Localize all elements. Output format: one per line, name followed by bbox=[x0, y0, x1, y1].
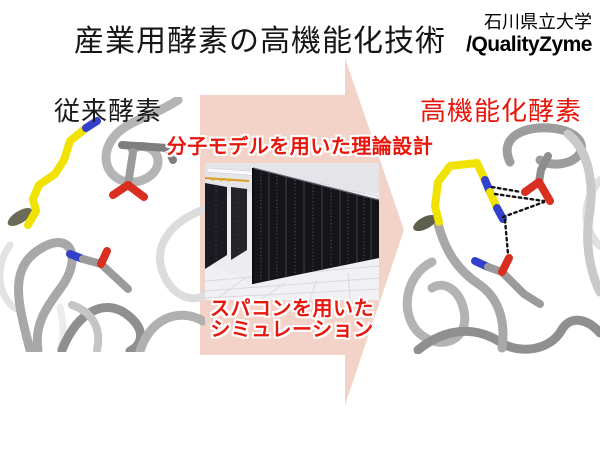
nitrogen-atom bbox=[82, 117, 101, 132]
left-molecule-image bbox=[0, 97, 205, 352]
protein-ribbon-tubes bbox=[0, 97, 205, 352]
server-rack-row-main bbox=[253, 168, 379, 284]
rack-panel-seams bbox=[268, 172, 372, 281]
sulfur-atom bbox=[7, 208, 33, 226]
affiliation: 石川県立大学 /QualityZyme bbox=[466, 11, 592, 57]
conventional-enzyme-label: 従来酵素 bbox=[54, 96, 163, 126]
process-bottom-caption-line1: スパコンを用いた bbox=[210, 298, 374, 320]
rack-vent-leds bbox=[260, 173, 365, 280]
floor bbox=[205, 258, 379, 300]
engineered-enzyme-label: 高機能化酵素 bbox=[420, 96, 583, 126]
residue-sticks bbox=[413, 152, 554, 308]
supercomputer-photo bbox=[205, 163, 379, 300]
oxygen-atom bbox=[124, 181, 148, 201]
oxygen-atom bbox=[535, 178, 554, 205]
sulfur-atom bbox=[413, 214, 437, 232]
yellow-lysine-stick bbox=[24, 124, 90, 229]
yellow-modified-residue-stick bbox=[431, 159, 489, 226]
oxygen-atom bbox=[97, 247, 111, 268]
affiliation-university: 石川県立大学 bbox=[484, 12, 592, 32]
right-molecule-image bbox=[402, 123, 600, 354]
process-bottom-caption-line2: シミュレーション bbox=[210, 319, 374, 341]
oxygen-atom bbox=[498, 254, 513, 276]
protein-ribbon-tubes bbox=[402, 123, 600, 354]
residue-sticks bbox=[7, 117, 177, 293]
server-rack-row-left bbox=[205, 183, 227, 269]
hydrogen-bond-dashes bbox=[490, 185, 546, 256]
server-room-scene bbox=[205, 163, 379, 300]
process-bottom-caption: スパコンを用いた シミュレーション bbox=[192, 299, 392, 341]
affiliation-brand: /QualityZyme bbox=[466, 33, 592, 56]
server-rack-row-mid bbox=[231, 187, 247, 260]
slide-title: 産業用酵素の高機能化技術 bbox=[74, 25, 446, 58]
process-top-caption: 分子モデルを用いた理論設計 bbox=[166, 136, 434, 158]
